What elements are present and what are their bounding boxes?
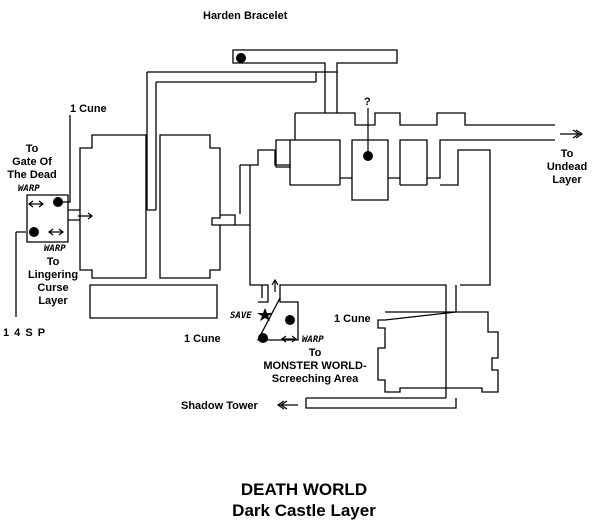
label-undead-2: Undead: [546, 161, 588, 173]
label-monster-3: Screeching Area: [271, 373, 359, 385]
item-dot-warp-lower: [29, 227, 39, 237]
label-gate-of-dead-2: Gate Of: [12, 156, 52, 168]
exit-arrow-north: [271, 278, 279, 292]
label-lingering-4: Layer: [38, 295, 68, 307]
save-star-icon: [257, 308, 273, 321]
label-monster-2: MONSTER WORLD-: [263, 360, 367, 372]
bracelet-corridor: [232, 49, 398, 73]
label-undead-3: Layer: [552, 174, 582, 186]
item-dot-question: [363, 151, 373, 161]
label-lingering-2: Lingering: [27, 269, 79, 281]
label-cune-top: 1 Cune: [70, 103, 107, 115]
north-corridor: [146, 71, 325, 211]
left-hall: [79, 134, 147, 279]
castle-body: [239, 149, 491, 286]
label-gate-of-dead-3: The Dead: [7, 169, 57, 181]
warp-arrow-lower: [48, 228, 64, 236]
right-room: [377, 311, 499, 393]
label-cune-right: 1 Cune: [334, 313, 371, 325]
label-shadow-tower: Shadow Tower: [181, 400, 258, 412]
label-save: SAVE: [230, 311, 252, 321]
exit-arrow-shadow: [276, 400, 298, 410]
label-warp-monster: WARP: [302, 335, 324, 345]
castle-upper-wall: [275, 112, 555, 179]
middle-corridor: [220, 214, 447, 398]
exit-arrow-lingering: [78, 212, 93, 220]
label-warp-lower: WARP: [44, 244, 66, 254]
label-warp-upper: WARP: [18, 184, 40, 194]
lower-left-room: [89, 284, 218, 319]
warp-room-link: [68, 209, 80, 221]
item-dot-bracelet: [236, 53, 246, 63]
save-room: [256, 297, 299, 341]
center-hall: [159, 134, 221, 279]
label-lingering-3: Curse: [37, 282, 69, 294]
exit-arrow-undead: [560, 129, 584, 139]
bracelet-connector: [324, 72, 338, 114]
warp-arrow-monster: [281, 335, 297, 343]
item-dot-cune-left: [258, 333, 268, 343]
label-sp: 1 4 S P: [3, 327, 47, 339]
map-title: DEATH WORLD: [240, 480, 368, 499]
item-dot-cune-right: [285, 315, 295, 325]
label-lingering-1: To: [46, 256, 60, 268]
label-monster-1: To: [308, 347, 322, 359]
map-subtitle: Dark Castle Layer: [232, 501, 376, 520]
warp-arrow-upper: [28, 200, 44, 208]
label-harden-bracelet: Harden Bracelet: [203, 10, 288, 22]
label-undead-1: To: [560, 148, 574, 160]
shadow-corridor: [305, 397, 457, 409]
warp-room: [26, 194, 69, 243]
label-cune-left: 1 Cune: [184, 333, 221, 345]
item-dot-cune-top: [53, 197, 63, 207]
label-question-mark: ?: [364, 96, 371, 108]
label-gate-of-dead-1: To: [25, 143, 39, 155]
